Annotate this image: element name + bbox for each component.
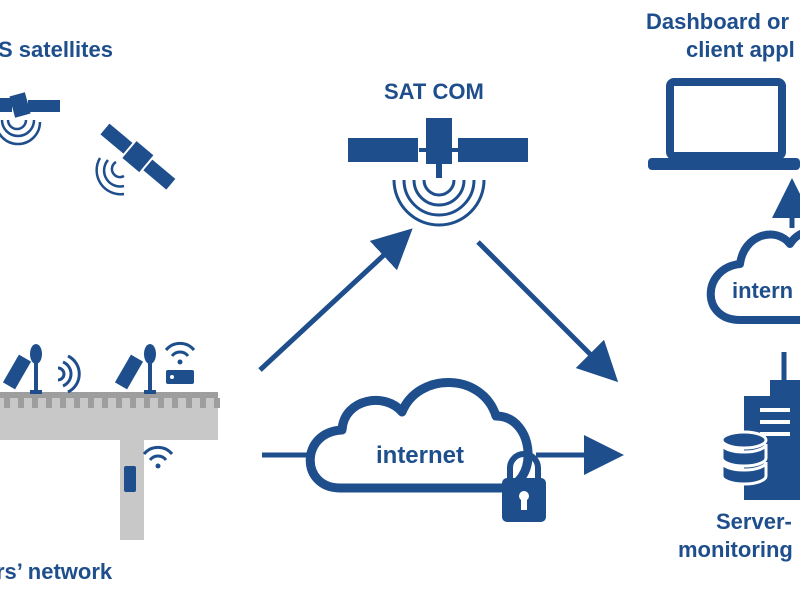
lock-icon xyxy=(502,451,546,522)
bridge-rail-post xyxy=(130,398,136,408)
bridge-rail-post xyxy=(158,398,164,408)
arrows xyxy=(258,178,800,475)
satcom-label: SAT COM xyxy=(384,79,484,104)
wifi-icon xyxy=(164,341,196,365)
arrow-bridge-to-satcom xyxy=(258,228,413,372)
bridge-rail-post xyxy=(18,398,24,408)
cloud-right-icon xyxy=(706,230,800,324)
gnss-antenna-icon xyxy=(114,344,156,394)
bridge-rail-post xyxy=(116,398,122,408)
bridge-rail-post xyxy=(88,398,94,408)
gnss-satellites-label: S satellites xyxy=(0,37,113,62)
signal-waves-icon xyxy=(392,179,486,227)
server-label-line2: monitoring xyxy=(678,537,793,562)
bridge-rail-post xyxy=(32,398,38,408)
bridge-rail-post xyxy=(4,398,10,408)
dashboard-label-line1: Dashboard or xyxy=(646,9,790,34)
network-label: rs’ network xyxy=(0,559,113,584)
server-label-line1: Server- xyxy=(716,509,792,534)
bridge-rail-post xyxy=(60,398,66,408)
wifi-icon xyxy=(57,354,81,394)
gnss-antenna-icon xyxy=(2,344,42,394)
satcom-satellite-icon xyxy=(348,118,528,227)
internet-center-label: internet xyxy=(376,442,464,469)
database-icon xyxy=(720,430,768,486)
router-icon xyxy=(164,341,196,384)
bridge-rail-post xyxy=(214,398,220,408)
wifi-icon xyxy=(142,445,174,469)
bridge-rail-post xyxy=(144,398,150,408)
internet-right-label: intern xyxy=(732,278,793,303)
cloud-icon xyxy=(305,378,533,493)
laptop-icon xyxy=(648,78,800,170)
bridge-icon xyxy=(0,392,220,540)
dashboard-label-line2: client appl xyxy=(686,37,795,62)
signal-waves-icon xyxy=(0,119,42,146)
bridge-rail-post xyxy=(46,398,52,408)
bridge-rail-post xyxy=(186,398,192,408)
gnss-satellite-1-icon xyxy=(0,92,60,146)
bridge-rail-post xyxy=(102,398,108,408)
bridge-rail-post xyxy=(172,398,178,408)
signal-waves-icon xyxy=(95,157,125,196)
gnss-satellite-2-icon xyxy=(100,123,176,190)
bridge-rail-post xyxy=(200,398,206,408)
bridge-rail-post xyxy=(74,398,80,408)
arrow-satcom-to-server xyxy=(476,240,619,383)
